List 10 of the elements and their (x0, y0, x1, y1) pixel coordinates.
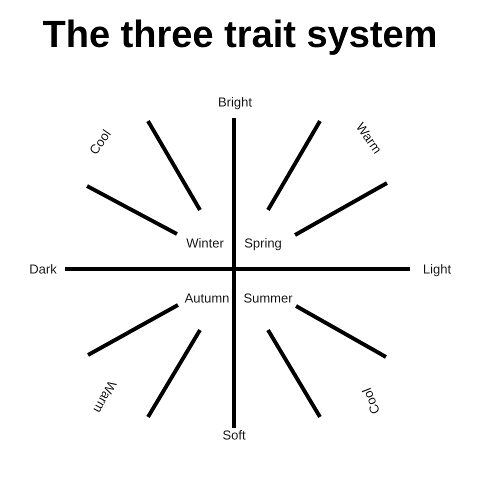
axis-label: Dark (29, 262, 57, 276)
axis-label: Cool (359, 386, 383, 416)
axis-label: Autumn (184, 290, 230, 306)
axis-label: Light (422, 262, 452, 276)
title: The three trait system (42, 14, 438, 57)
axis-label: Spring (244, 236, 282, 250)
axis-label: Winter (186, 236, 224, 250)
axis-label: Summer (243, 290, 293, 306)
axis-label: Soft (222, 428, 246, 442)
axis-label: Bright (218, 94, 252, 110)
